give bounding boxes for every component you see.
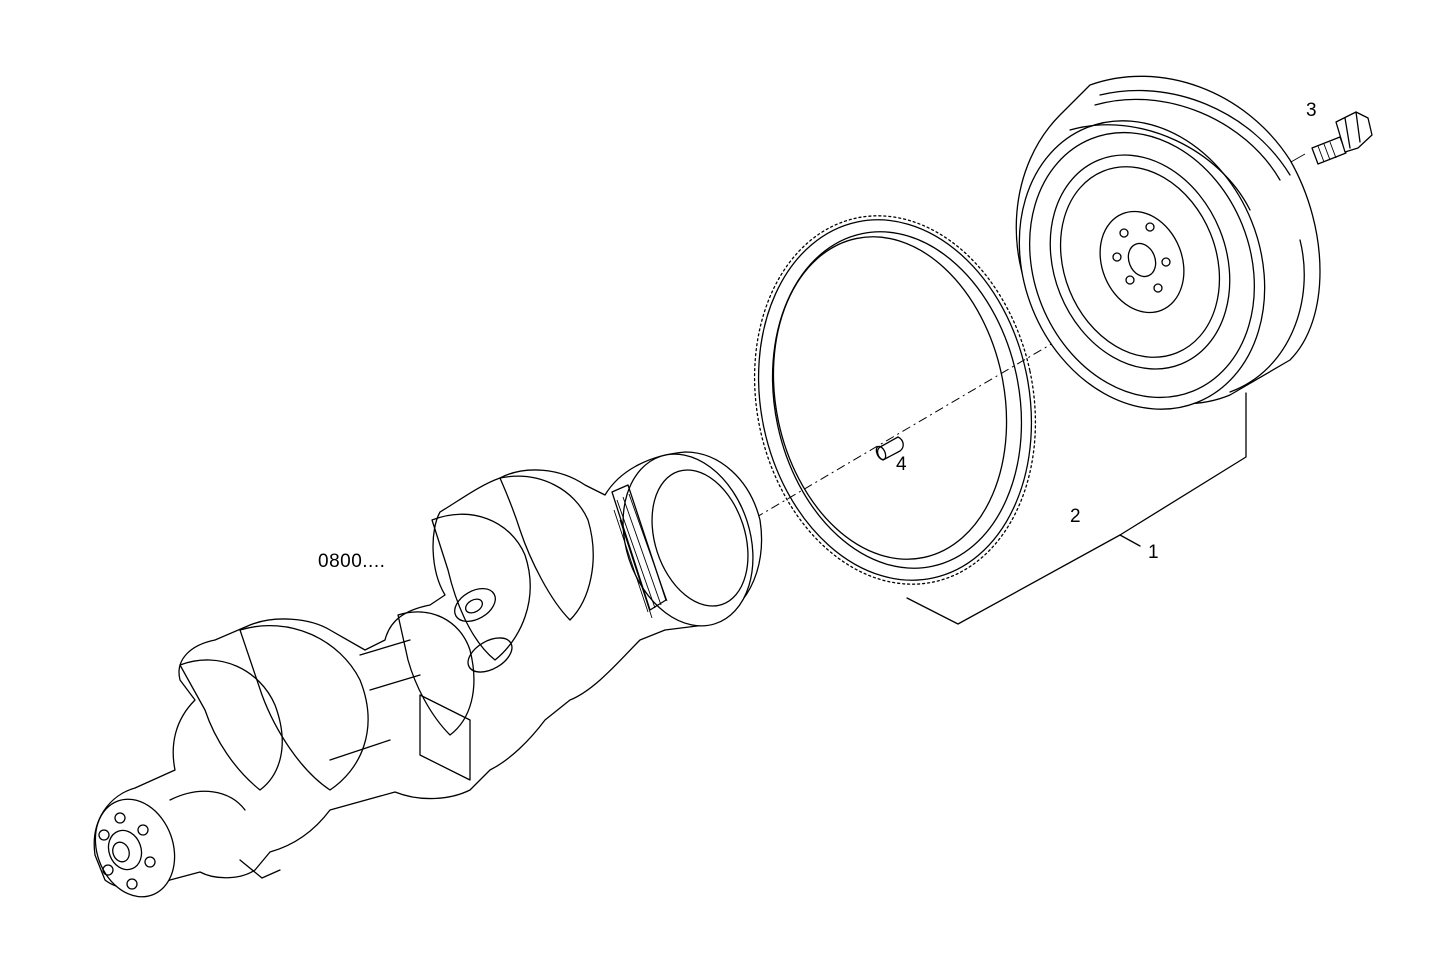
- crankshaft: [93, 451, 763, 898]
- callout-1-leader: [1119, 534, 1141, 547]
- flywheel: [1015, 75, 1321, 410]
- callout-label-3: 3: [1306, 100, 1317, 121]
- crankshaft-front-nose: [94, 798, 176, 898]
- crankshaft-timing-gear: [611, 484, 668, 619]
- ring-gear-tooth-outline: [753, 215, 1037, 585]
- crank-web-2: [431, 513, 531, 661]
- dowel-pin: [875, 436, 904, 461]
- crank-web-5: [179, 659, 283, 791]
- callout-label-2: 2: [1070, 506, 1081, 527]
- flywheel-bolt: [1311, 111, 1373, 165]
- callout-label-4: 4: [896, 454, 907, 475]
- assembly-axis-line: [754, 291, 1141, 519]
- crankshaft-reference-label: 0800....: [318, 551, 385, 572]
- callout-label-1: 1: [1148, 542, 1159, 563]
- crank-web-4: [239, 625, 369, 791]
- flywheel-ring-gear: [753, 215, 1037, 585]
- crank-web-3: [397, 611, 475, 736]
- crankshaft-body: [93, 451, 763, 890]
- crank-web-1: [499, 475, 594, 621]
